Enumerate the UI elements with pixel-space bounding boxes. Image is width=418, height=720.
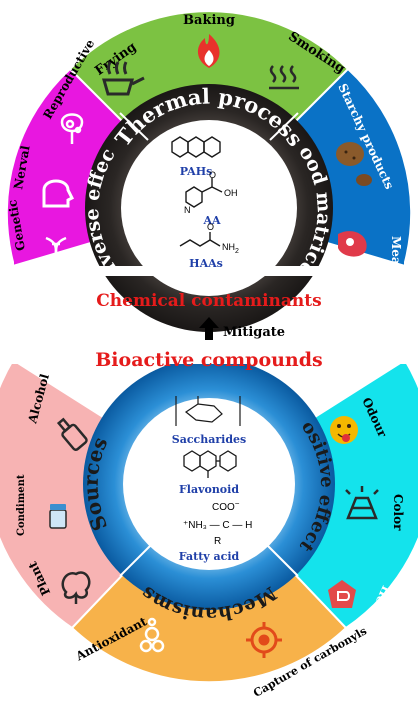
color-label: Color: [391, 494, 405, 531]
plant-icon: [61, 571, 91, 604]
haa-oxygen: O: [207, 222, 214, 232]
meat-label: Meat: [389, 236, 403, 271]
fatty-nh3: ⁺NH₃ — C — H: [183, 520, 252, 531]
top-ring: [0, 10, 418, 332]
saccharides-label: Saccharides: [172, 433, 246, 446]
center-band: Chemical contaminants Mitigate Bioactive…: [95, 291, 322, 371]
bottle-icon: [56, 417, 88, 451]
salt-shaker-icon: [49, 504, 67, 529]
potato-icon: [336, 142, 372, 186]
chemical-contaminants-label: Chemical contaminants: [96, 291, 321, 311]
aa-oxygen: O: [209, 170, 216, 180]
pahs-label: PAHs: [180, 165, 213, 178]
aa-nitrogen: N: [184, 205, 191, 215]
fatty-acid-label: Fatty acid: [179, 550, 240, 563]
target-icon: [246, 622, 282, 658]
fatty-coo: COO−: [212, 499, 240, 513]
flavonoid-structure: [183, 450, 237, 478]
bioactive-compounds-label: Bioactive compounds: [95, 349, 322, 371]
mitigate-arrow-icon: [199, 317, 219, 340]
bladder-icon: [60, 113, 84, 144]
bottom-ring: [0, 352, 418, 684]
fatty-r: R: [214, 536, 221, 547]
color-icon: [345, 486, 379, 520]
steak-icon: [338, 231, 367, 257]
molecule-icon: [139, 617, 165, 653]
condiment-label: Condiment: [16, 474, 27, 536]
smoke-icon: [269, 65, 299, 90]
aa-structure: [185, 178, 223, 208]
dna-icon: [45, 236, 67, 268]
pahs-structure: [171, 136, 221, 158]
mitigate-label: Mitigate: [223, 325, 285, 340]
frying-pan-icon: [102, 61, 145, 96]
aa-hydroxyl: OH: [224, 188, 238, 198]
haas-label: HAAs: [189, 257, 223, 270]
baking-label: Baking: [183, 13, 235, 28]
aa-label: AA: [202, 214, 221, 227]
tongue-emoji-icon: [330, 416, 358, 444]
flame-icon: [197, 34, 220, 68]
saccharide-structure: [175, 396, 241, 426]
haa-structure: [179, 232, 221, 247]
haa-amine: NH2: [222, 242, 239, 255]
heart-shield-icon: [328, 580, 356, 608]
flavonoid-label: Flavonoid: [179, 483, 239, 496]
head-icon: [42, 179, 75, 208]
